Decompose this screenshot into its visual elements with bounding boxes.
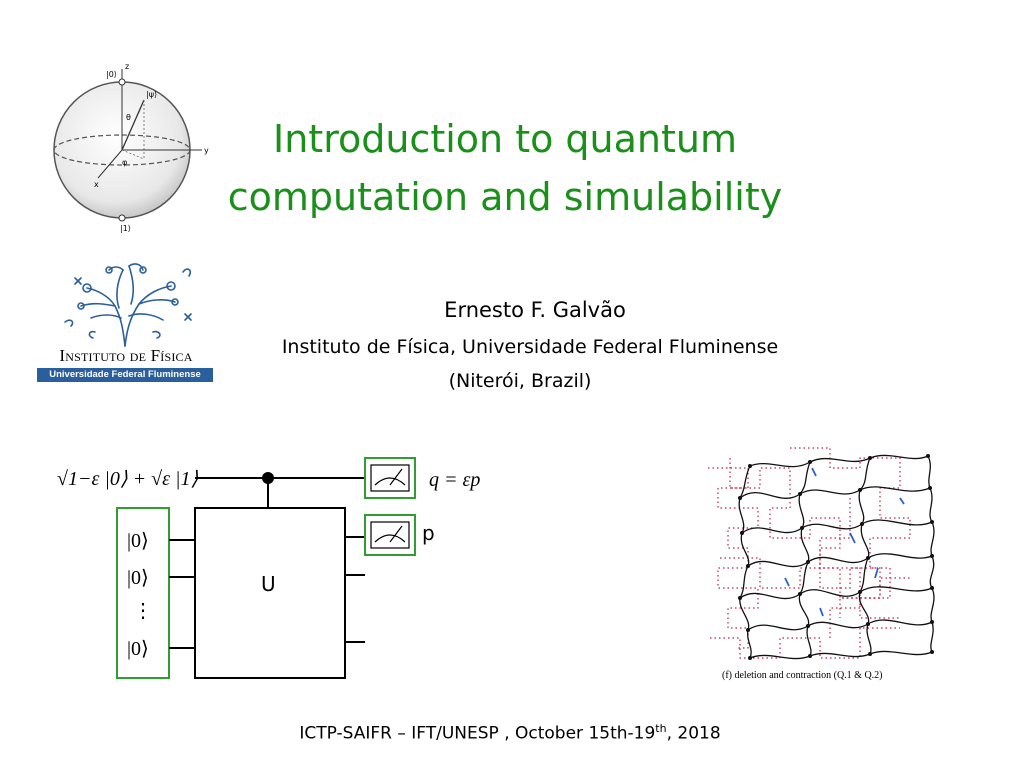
footer-event-info: ICTP-SAIFR – IFT/UNESP , October 15th-19… (230, 722, 790, 744)
tree-emblem-icon (64, 263, 192, 347)
network-nodes (738, 454, 934, 660)
phi-label: φ (122, 158, 127, 167)
bloch-sphere-diagram: |0⟩ |1⟩ |ψ⟩ θ φ x y z (53, 62, 209, 233)
logo-subtitle: Universidade Federal Fluminense (37, 368, 213, 382)
institute-logo: Instituto de Física Universidade Federal… (35, 258, 215, 386)
gate-label: U (261, 572, 276, 596)
network-contraction-figure: (f) deletion and contraction (Q.1 & Q.2) (708, 447, 935, 681)
logo-institute-name: Instituto de Física (59, 346, 193, 365)
affiliation-line-1: Instituto de Física, Universidade Federa… (281, 336, 779, 358)
ket1-label: |1⟩ (120, 224, 131, 233)
quantum-circuit: √1−ε |0⟩ + √ε |1⟩ |0⟩ |0⟩ ⋮ |0⟩ U q = εp… (57, 457, 480, 679)
author-name: Ernesto F. Galvão (444, 298, 626, 322)
affiliation-line-2: (Niterói, Brazil) (448, 370, 592, 392)
north-pole (118, 78, 126, 86)
ancilla-dots: ⋮ (133, 600, 153, 622)
ancilla-ket-3: |0⟩ (127, 638, 149, 660)
footer-year: , 2018 (666, 723, 721, 744)
footer-text: ICTP-SAIFR – IFT/UNESP , October 15th-19 (299, 723, 656, 744)
title-line-1: Introduction to quantum (273, 117, 737, 161)
theta-label: θ (126, 113, 131, 122)
figure-caption: (f) deletion and contraction (Q.1 & Q.2) (722, 670, 883, 681)
y-label: y (204, 146, 209, 155)
blue-highlights (784, 467, 905, 617)
z-label: z (125, 62, 129, 71)
psi-vector (121, 99, 145, 151)
output-p-label: p (422, 521, 435, 545)
output-q-label: q = εp (429, 469, 480, 491)
psi-label: |ψ⟩ (146, 90, 157, 99)
ancilla-register-box (116, 507, 170, 679)
ancilla-ket-2: |0⟩ (127, 567, 149, 589)
footer-superscript: th (655, 722, 667, 735)
x-axis (97, 149, 123, 179)
south-pole (118, 214, 126, 222)
x-label: x (94, 180, 99, 189)
ket0-label: |0⟩ (106, 70, 117, 79)
network-edges (738, 454, 935, 660)
meter-icon (364, 514, 416, 556)
unitary-gate-box (194, 507, 346, 679)
title-line-2: computation and simulability (227, 175, 783, 219)
input-state-label: √1−ε |0⟩ + √ε |1⟩ (57, 468, 199, 490)
ancilla-ket-1: |0⟩ (127, 530, 149, 552)
dotted-grid (708, 447, 911, 659)
meter-icon (364, 457, 416, 499)
slide-title: Introduction to quantum computation and … (225, 110, 785, 226)
